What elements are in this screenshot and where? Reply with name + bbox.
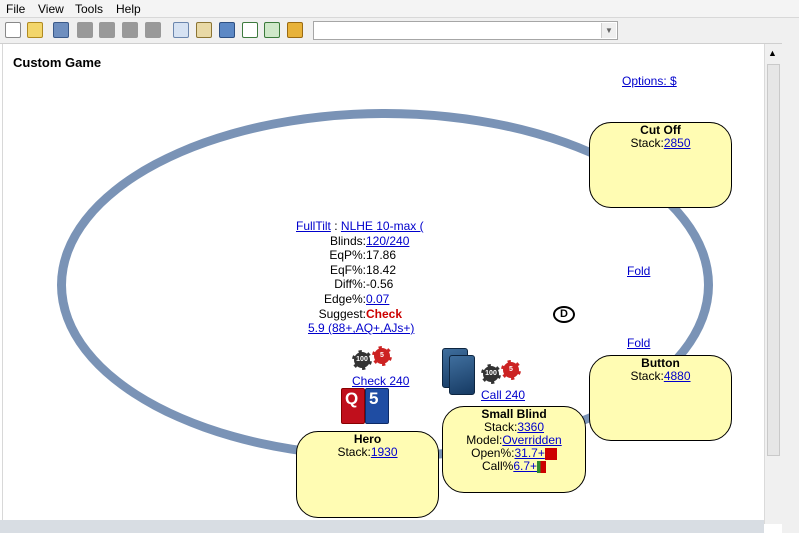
seat-cutoff[interactable]: Cut Off Stack:2850 (589, 122, 732, 208)
stack-value[interactable]: 2850 (663, 136, 691, 150)
site-link[interactable]: FullTilt (296, 219, 331, 233)
deck-back-icon (449, 355, 475, 395)
menu-tools[interactable]: Tools (75, 2, 104, 16)
seat-hero[interactable]: Hero Stack:1930 (296, 431, 439, 518)
open-range-swatch (544, 447, 557, 460)
small-blind-action[interactable]: Call 240 (481, 388, 526, 402)
eqp-value: 17.86 (366, 248, 397, 263)
info-separator: : (330, 219, 341, 233)
seat-name: Cut Off (640, 123, 681, 137)
stack-label: Stack: (630, 136, 664, 150)
scroll-up-icon[interactable]: ▲ (768, 48, 777, 58)
disabled-tool-icon (77, 22, 93, 38)
small-blind-chip-stack: 100 5 (481, 360, 529, 388)
button-action[interactable]: Fold (627, 336, 651, 350)
call-value[interactable]: 6.7+ (513, 459, 538, 473)
cutoff-action[interactable]: Fold (627, 264, 651, 278)
stack-label: Stack: (483, 420, 518, 434)
stack-value[interactable]: 4880 (663, 369, 691, 383)
range-link[interactable]: 5.9 (88+,AQ+,AJs+) (308, 321, 415, 336)
scroll-thumb[interactable] (767, 64, 780, 456)
toolbar: ▼ (0, 18, 799, 44)
eqf-label: EqF%: (329, 262, 366, 277)
game-type-link[interactable]: NLHE 10-max ( (340, 219, 424, 233)
chip-100-icon: 100 (352, 350, 372, 370)
chevron-down-icon[interactable]: ▼ (601, 23, 616, 38)
stack-value[interactable]: 1930 (370, 445, 398, 459)
edit-icon[interactable] (264, 22, 280, 38)
suggest-label: Suggest: (318, 306, 366, 321)
blinds-label: Blinds: (329, 233, 366, 248)
menu-file[interactable]: File (6, 2, 26, 16)
horizontal-scrollbar[interactable] (0, 520, 764, 533)
page-title: Custom Game (13, 55, 102, 70)
home-icon[interactable] (53, 22, 69, 38)
hole-card-queen: Q (341, 388, 365, 424)
hero-chip-stack: 100 5 (352, 346, 400, 374)
menu-view[interactable]: View (38, 2, 64, 16)
stack-value[interactable]: 3360 (517, 420, 545, 434)
options-link[interactable]: Options: $ (622, 74, 677, 88)
seat-name: Button (641, 356, 680, 370)
chart-icon[interactable] (242, 22, 258, 38)
call-label: Call% (481, 459, 514, 473)
copy-icon[interactable] (173, 22, 189, 38)
menu-help[interactable]: Help (116, 2, 141, 16)
eqf-value: 18.42 (366, 262, 397, 277)
edge-label: Edge%: (323, 291, 366, 306)
seat-name: Hero (353, 432, 382, 446)
blinds-value[interactable]: 120/240 (366, 233, 410, 248)
suggest-value: Check (366, 306, 403, 321)
stack-label: Stack: (337, 445, 371, 459)
chip-5-icon: 5 (501, 360, 521, 380)
open-folder-icon[interactable] (27, 22, 43, 38)
save-icon[interactable] (219, 22, 235, 38)
vertical-scrollbar[interactable]: ▲ (764, 44, 782, 524)
toolbar-combo[interactable]: ▼ (313, 21, 618, 40)
seat-small-blind[interactable]: Small Blind Stack:3360 Model:Overridden … (442, 406, 586, 493)
hand-info-panel: FullTilt : NLHE 10-max ( Blinds: 120/240… (270, 219, 470, 336)
open-label: Open%: (471, 446, 515, 460)
dealer-button: D (553, 306, 575, 323)
menu-bar: File View Tools Help (0, 0, 799, 18)
open-value[interactable]: 31.7+ (514, 446, 545, 460)
chip-100-icon: 100 (481, 364, 501, 384)
paste-icon[interactable] (196, 22, 212, 38)
disabled-tool-icon (145, 22, 161, 38)
diff-label: Diff%: (334, 277, 366, 292)
chip-5-icon: 5 (372, 346, 392, 366)
seat-button[interactable]: Button Stack:4880 (589, 355, 732, 441)
stack-label: Stack: (630, 369, 664, 383)
diff-value: -0.56 (366, 277, 394, 292)
window-frame (782, 18, 799, 533)
seat-name: Small Blind (481, 407, 547, 421)
settings-icon[interactable] (287, 22, 303, 38)
model-value[interactable]: Overridden (502, 433, 562, 447)
new-file-icon[interactable] (5, 22, 21, 38)
hero-action[interactable]: Check 240 (352, 374, 410, 388)
disabled-tool-icon (99, 22, 115, 38)
hole-card-five: 5 (365, 388, 389, 424)
disabled-tool-icon (122, 22, 138, 38)
model-label: Model: (466, 433, 503, 447)
call-range-swatch (537, 460, 547, 473)
eqp-label: EqP%: (329, 248, 366, 263)
edge-value[interactable]: 0.07 (366, 291, 390, 306)
